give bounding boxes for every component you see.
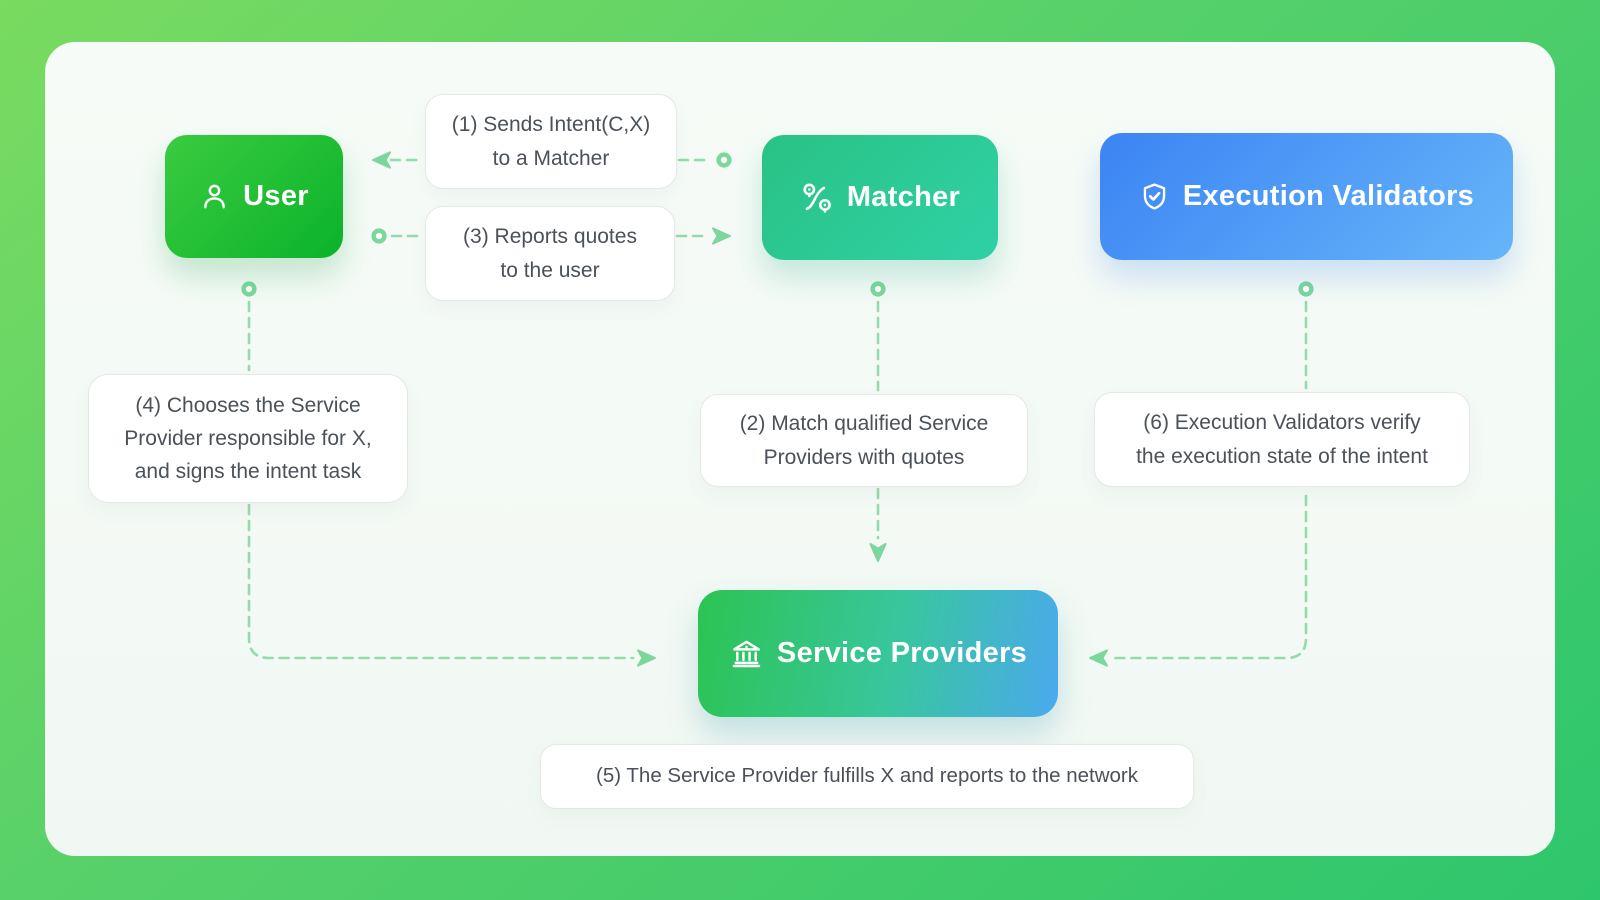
matcher-node: Matcher [762, 135, 998, 260]
step-4-label: (4) Chooses the Service Provider respons… [88, 374, 408, 503]
user-node-label: User [243, 180, 309, 212]
step-3-label: (3) Reports quotes to the user [425, 206, 675, 301]
service-providers-node-label: Service Providers [776, 637, 1028, 669]
route-pins-icon [803, 183, 831, 213]
user-node: User [165, 135, 343, 258]
shield-check-icon [1143, 183, 1166, 210]
person-icon [204, 184, 226, 209]
step-5-label: (5) The Service Provider fulfills X and … [540, 744, 1194, 809]
step-2-label: (2) Match qualified Service Providers wi… [700, 394, 1028, 487]
execution-validators-node: Execution Validators [1100, 133, 1513, 260]
step-6-label: (6) Execution Validators verify the exec… [1094, 392, 1470, 487]
service-providers-node: Service Providers [698, 590, 1058, 717]
matcher-node-label: Matcher [846, 181, 961, 213]
execution-validators-node-label: Execution Validators [1182, 180, 1475, 212]
step-1-label: (1) Sends Intent(C,X) to a Matcher [425, 94, 677, 189]
bank-icon [732, 640, 761, 668]
